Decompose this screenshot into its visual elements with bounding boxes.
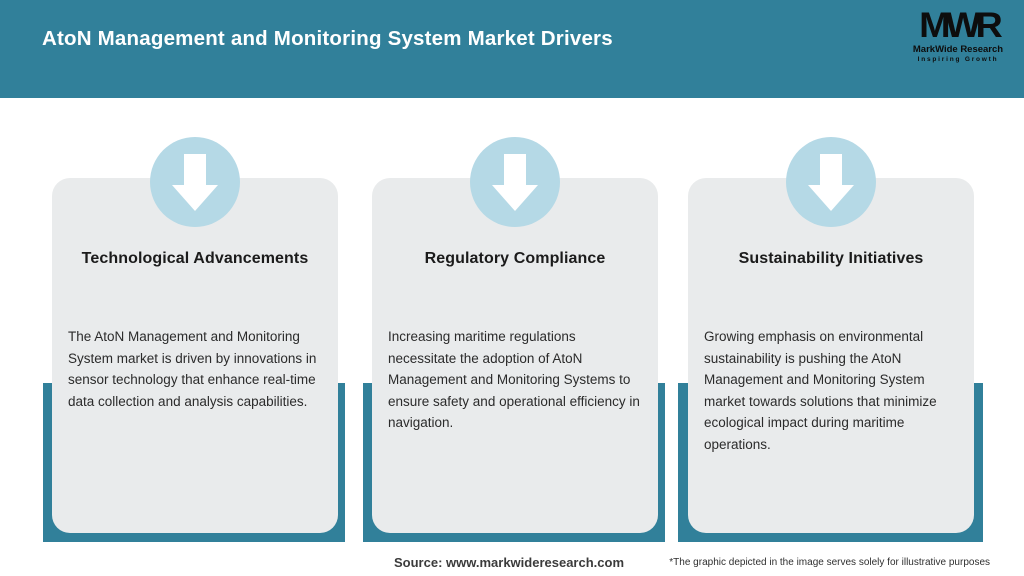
page-title: AtoN Management and Monitoring System Ma… [42, 27, 613, 50]
source-text: Source: www.markwideresearch.com [394, 555, 625, 570]
markwide-research-logo: MWR MarkWide Research Inspiring Growth [906, 8, 1010, 64]
down-arrow-icon [786, 137, 876, 227]
driver-card-technological-advancements: Technological Advancements The AtoN Mana… [52, 178, 338, 533]
disclaimer-text: *The graphic depicted in the image serve… [669, 557, 990, 568]
driver-card-sustainability-initiatives: Sustainability Initiatives Growing empha… [688, 178, 974, 533]
down-arrow-icon [470, 137, 560, 227]
logo-acronym: MWR [918, 6, 1003, 45]
card-description: Growing emphasis on environmental sustai… [704, 329, 937, 452]
card-description: The AtoN Management and Monitoring Syste… [68, 329, 317, 409]
card-description: Increasing maritime regulations necessit… [388, 329, 640, 430]
card-title: Sustainability Initiatives [738, 250, 924, 267]
card-title: Regulatory Compliance [424, 250, 606, 267]
down-arrow-icon [150, 137, 240, 227]
header-band: AtoN Management and Monitoring System Ma… [0, 0, 1024, 98]
logo-name: MarkWide Research [912, 44, 1004, 55]
logo-tagline: Inspiring Growth [917, 56, 999, 63]
card-title: Technological Advancements [81, 250, 309, 267]
driver-card-regulatory-compliance: Regulatory Compliance Increasing maritim… [372, 178, 658, 533]
